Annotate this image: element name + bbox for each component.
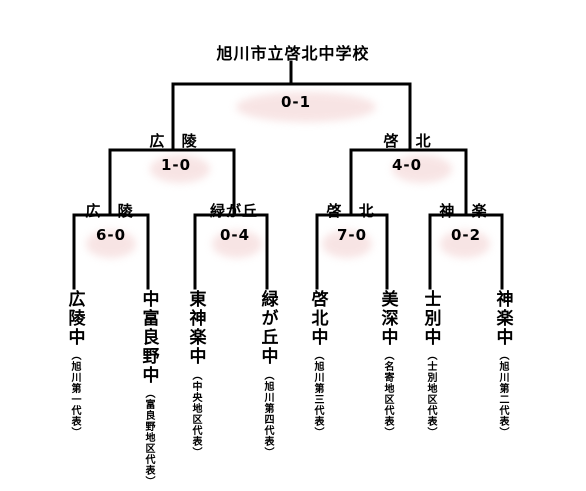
team-district: （富良野地区代表）	[143, 388, 154, 487]
highlight-blob	[150, 155, 210, 183]
final-score: 0-1	[280, 93, 312, 111]
highlight-blob	[212, 230, 262, 258]
quarterfinal-winner: 神 楽	[439, 202, 493, 220]
team-name: 東神楽中	[185, 290, 206, 366]
team-district: （名寄地区代表）	[382, 350, 393, 438]
team-district: （旭川第三代表）	[312, 350, 323, 438]
highlight-blob	[236, 92, 376, 122]
team-name: 啓北中	[307, 290, 328, 347]
team-district: （旭川第二代表）	[497, 350, 508, 438]
champion-title: 旭川市立啓北中学校	[216, 44, 370, 63]
quarterfinal-winner: 啓 北	[326, 202, 380, 220]
bracket-line-qf-1	[72, 213, 150, 290]
highlight-blob	[392, 155, 452, 183]
highlight-blob	[440, 230, 490, 258]
semifinal-winner: 広 陵	[149, 132, 203, 150]
highlight-blob	[86, 230, 136, 258]
highlight-blob	[322, 230, 372, 258]
team-name: 広陵中	[64, 290, 85, 347]
team-district: （士別地区代表）	[425, 350, 436, 438]
bracket-line-qf-2	[193, 213, 269, 290]
quarterfinal-score: 6-0	[95, 226, 127, 244]
team-name: 中富良野中	[138, 290, 159, 385]
semifinal-score: 4-0	[391, 156, 423, 174]
quarterfinal-score: 0-4	[219, 226, 251, 244]
team-name: 美深中	[377, 290, 398, 347]
bracket-line-semi-right	[349, 148, 468, 217]
team-name: 神楽中	[492, 290, 513, 347]
bracket-line-final	[171, 60, 412, 152]
team-district: （旭川第四代表）	[262, 370, 273, 458]
bracket-line-semi-left	[108, 148, 236, 217]
team-name: 緑が丘中	[257, 290, 278, 366]
bracket-line-qf-3	[315, 213, 389, 290]
quarterfinal-winner: 広 陵	[85, 202, 139, 220]
quarterfinal-winner: 緑が丘	[209, 202, 259, 220]
team-district: （中央地区代表）	[190, 370, 201, 458]
quarterfinal-score: 0-2	[450, 226, 482, 244]
team-district: （旭川第一代表）	[69, 350, 80, 438]
semifinal-winner: 啓 北	[383, 132, 437, 150]
semifinal-score: 1-0	[160, 156, 192, 174]
quarterfinal-score: 7-0	[336, 226, 368, 244]
team-name: 士別中	[420, 290, 441, 347]
bracket-line-qf-4	[428, 213, 504, 290]
